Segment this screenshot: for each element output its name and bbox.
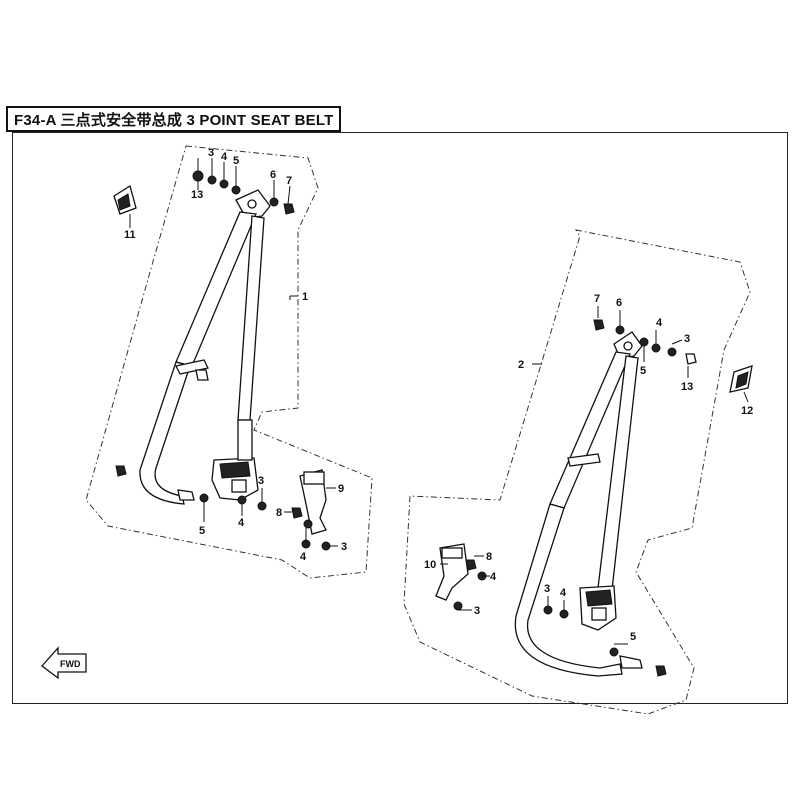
fwd-label: FWD xyxy=(60,659,81,669)
callout-3: 3 xyxy=(684,333,690,345)
callout-1: 1 xyxy=(302,291,308,303)
diagram-title-box: F34-A 三点式安全带总成 3 POINT SEAT BELT xyxy=(6,106,342,132)
callout-3: 3 xyxy=(474,605,480,617)
callout-5: 5 xyxy=(233,155,239,167)
callout-6: 6 xyxy=(616,297,622,309)
callout-11: 11 xyxy=(124,229,136,241)
callout-4: 4 xyxy=(656,317,663,329)
leader-lines xyxy=(129,158,749,645)
callout-4: 4 xyxy=(490,571,497,583)
callout-8: 8 xyxy=(486,551,492,563)
left-seat-belt-assembly xyxy=(115,170,331,551)
callout-4: 4 xyxy=(238,517,245,529)
callout-3: 3 xyxy=(341,541,347,553)
callout-13: 13 xyxy=(681,381,693,393)
callout-5: 5 xyxy=(630,631,636,643)
right-assembly-outline xyxy=(403,229,751,715)
callout-7: 7 xyxy=(594,293,600,305)
callout-6: 6 xyxy=(270,169,276,181)
callout-13: 13 xyxy=(191,189,203,201)
callout-3: 3 xyxy=(544,583,550,595)
diagram-frame xyxy=(12,132,788,704)
callout-4: 4 xyxy=(221,151,228,163)
callout-4: 4 xyxy=(300,551,307,563)
callout-12: 12 xyxy=(741,405,753,417)
part-11-trim-cover xyxy=(113,184,137,215)
callout-7: 7 xyxy=(286,175,292,187)
callout-3: 3 xyxy=(258,475,264,487)
callout-9: 9 xyxy=(338,483,344,495)
callout-2: 2 xyxy=(518,359,524,371)
left-assembly-outline xyxy=(85,145,373,579)
part-12-trim-cover xyxy=(729,365,753,393)
callout-3: 3 xyxy=(208,147,214,159)
callout-8: 8 xyxy=(276,507,282,519)
callout-4: 4 xyxy=(560,587,567,599)
right-seat-belt-assembly xyxy=(435,319,697,677)
diagram-title: F34-A 三点式安全带总成 3 POINT SEAT BELT xyxy=(14,111,334,129)
callout-5: 5 xyxy=(199,525,205,537)
callout-5: 5 xyxy=(640,365,646,377)
callout-10: 10 xyxy=(424,559,436,571)
callout-labels: 3 4 5 13 6 7 11 1 5 4 3 8 9 4 3 2 7 6 4 … xyxy=(124,147,753,643)
fwd-arrow: FWD xyxy=(41,646,87,680)
